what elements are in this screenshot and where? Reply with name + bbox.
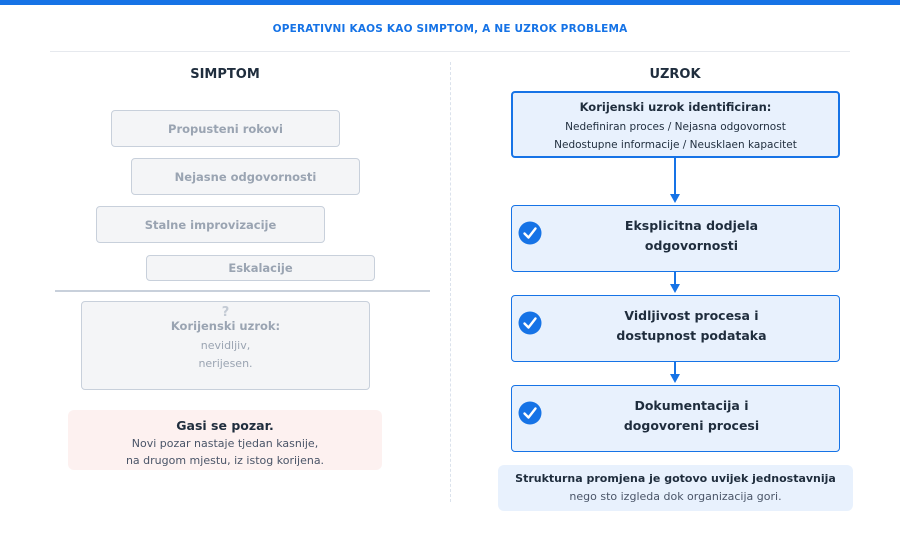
solution-step-responsibility: Eksplicitna dodjela odgovornosti bbox=[511, 205, 840, 272]
symptom-box-constant-improvisation: Stalne improvizacije bbox=[96, 206, 325, 243]
solution-step-visibility: Vidljivost procesa i dostupnost podataka bbox=[511, 295, 840, 362]
firefighting-line1: Novi pozar nastaje tjedan kasnije, bbox=[131, 437, 319, 450]
firefighting-line2: na drugom mjestu, iz istog korijena. bbox=[125, 454, 325, 467]
firefighting-title: Gasi se pozar. bbox=[176, 418, 274, 433]
step-label-line1: Vidljivost procesa i bbox=[624, 308, 759, 323]
page-title: OPERATIVNI KAOS KAO SIMPTOM, A NE UZROK … bbox=[272, 23, 628, 35]
question-mark: ? bbox=[221, 305, 230, 320]
solution-step-documentation: Dokumentacija i dogovoreni procesi bbox=[511, 385, 840, 452]
check-circle-icon bbox=[518, 221, 542, 245]
identified-cause-title: Korijenski uzrok identificiran: bbox=[579, 100, 772, 114]
cause-heading: UZROK bbox=[649, 67, 701, 82]
identified-cause-line1: Nedefiniran proces / Nejasna odgovornost bbox=[565, 121, 786, 133]
hidden-root-cause-box: ? Korijenski uzrok: nevidljiv, nerijesen… bbox=[81, 301, 370, 390]
identified-cause-line2: Nedostupne informacije / Neusklaen kapac… bbox=[554, 139, 797, 151]
conclusion-note: Strukturna promjena je gotovo uvijek jed… bbox=[498, 465, 853, 511]
arrow-down-icon bbox=[670, 272, 680, 293]
arrow-down-icon bbox=[670, 158, 680, 203]
step-label-line1: Eksplicitna dodjela bbox=[624, 218, 759, 233]
title-divider bbox=[50, 51, 850, 52]
root-cause-line2: nerijesen. bbox=[198, 357, 253, 370]
symptom-heading: SIMPTOM bbox=[190, 67, 260, 82]
step-label-line2: dogovoreni procesi bbox=[623, 418, 760, 433]
check-circle-icon bbox=[518, 401, 542, 425]
identified-root-cause-box: Korijenski uzrok identificiran: Nedefini… bbox=[511, 91, 840, 158]
root-cause-title: Korijenski uzrok: bbox=[170, 319, 281, 333]
top-accent-bar bbox=[0, 0, 900, 5]
check-circle-icon bbox=[518, 311, 542, 335]
conclusion-line2: nego sto izgleda dok organizacija gori. bbox=[569, 490, 782, 503]
symptom-box-escalations: Eskalacije bbox=[146, 255, 375, 281]
conclusion-line1: Strukturna promjena je gotovo uvijek jed… bbox=[515, 472, 836, 485]
firefighting-note: Gasi se pozar. Novi pozar nastaje tjedan… bbox=[68, 410, 382, 470]
symptom-box-missed-deadlines: Propusteni rokovi bbox=[111, 110, 340, 147]
symptom-box-unclear-responsibilities: Nejasne odgovornosti bbox=[131, 158, 360, 195]
column-divider bbox=[450, 62, 451, 502]
step-label-line2: dostupnost podataka bbox=[616, 328, 767, 343]
step-label-line2: odgovornosti bbox=[644, 238, 739, 253]
step-label-line1: Dokumentacija i bbox=[634, 398, 749, 413]
root-cause-line1: nevidljiv, bbox=[200, 339, 251, 352]
arrow-down-icon bbox=[670, 362, 680, 383]
symptom-separator bbox=[55, 290, 430, 292]
